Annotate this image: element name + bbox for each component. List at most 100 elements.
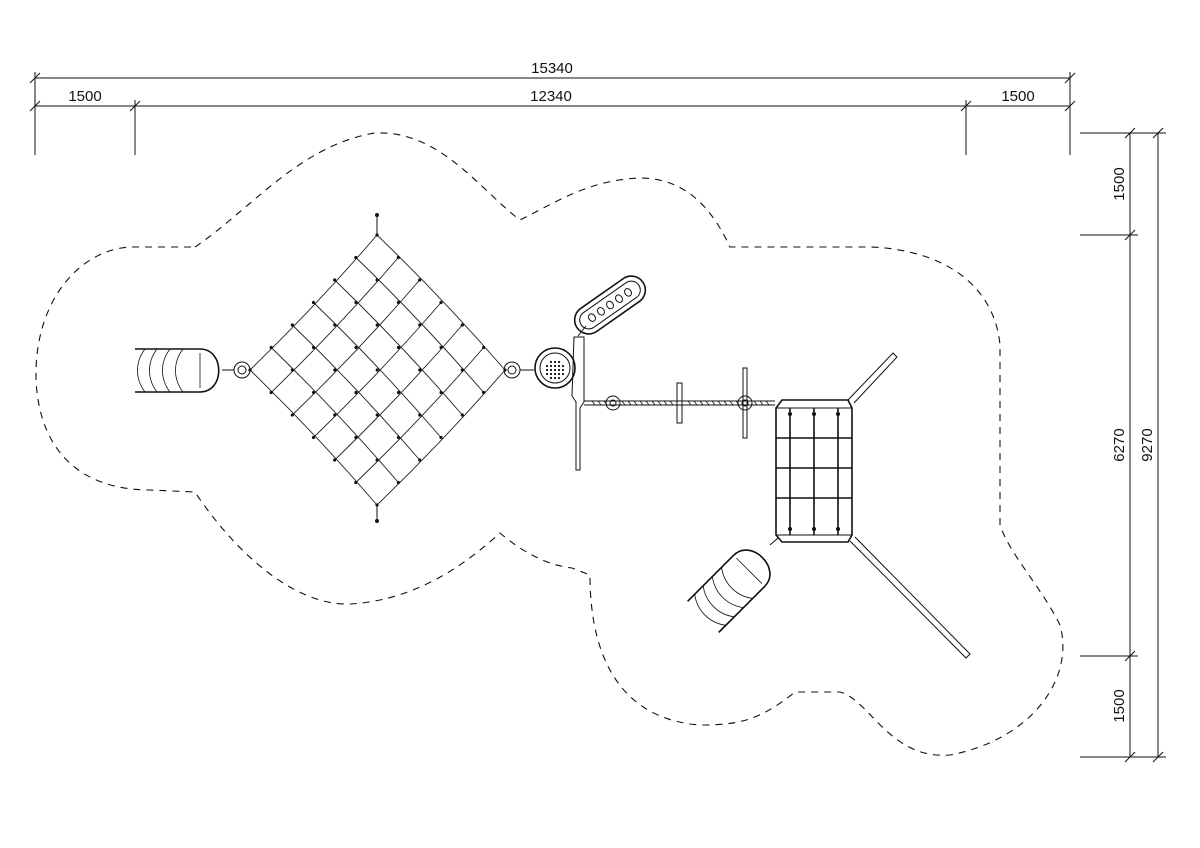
net-rope [313, 302, 442, 438]
net-knot [460, 413, 464, 417]
platform-hole [545, 372, 549, 376]
dim-tick [1124, 650, 1136, 662]
net-knot [354, 435, 358, 440]
rope-twist [651, 400, 656, 406]
net-knot [439, 435, 443, 440]
rope-twist [693, 400, 698, 406]
pole-upper-right [847, 352, 898, 404]
net-knot [248, 368, 252, 372]
slide-rib [162, 348, 171, 393]
net-anchor-point [375, 519, 379, 523]
rope-twist [753, 400, 758, 406]
pole-outline [571, 336, 585, 471]
rope-twist [639, 400, 644, 406]
hole-panel [573, 275, 647, 335]
post-inner [237, 365, 247, 375]
net-knot [439, 300, 443, 305]
tower-diagonal-poles [847, 352, 971, 659]
platform-hole [557, 372, 561, 376]
platform-hole [545, 364, 549, 368]
rope-twist [699, 400, 704, 406]
vertical-pole [571, 336, 585, 471]
net-knot [333, 368, 337, 372]
slide-rib [175, 348, 184, 393]
net-knot [354, 390, 358, 395]
rope-twist [663, 400, 668, 406]
net-anchor-point [375, 213, 379, 217]
net-knot [375, 413, 379, 417]
rope-twist [711, 400, 716, 406]
panel-hole [615, 294, 623, 303]
rope-post [742, 367, 748, 439]
slide-connector [769, 537, 779, 546]
net-knot [482, 345, 486, 350]
rope-twist [765, 400, 770, 406]
net-rope [292, 279, 421, 416]
rope-ring-inner [609, 399, 617, 407]
platform-outer [534, 347, 576, 389]
net-knot [439, 345, 443, 350]
rope-twist [705, 400, 710, 406]
tower-grid [776, 408, 852, 535]
net-knot [418, 278, 422, 282]
rope-twist [669, 400, 674, 406]
platform-hole [557, 364, 561, 368]
slide-rib [694, 594, 726, 626]
dim-tick [1152, 751, 1164, 763]
platform-hole [553, 376, 557, 380]
platform-hole [561, 364, 565, 368]
central-platform [534, 347, 576, 389]
dim-tick [1124, 127, 1136, 139]
platform-hole [549, 360, 553, 364]
rope-twist [591, 400, 596, 406]
net-knot [418, 458, 422, 462]
panel-hole [624, 288, 633, 297]
lower-slide [687, 549, 771, 633]
net-knot [396, 255, 400, 260]
dim-tick [29, 100, 41, 112]
net-knot [418, 413, 422, 417]
rope-twist [597, 400, 602, 406]
rope-twist [723, 400, 728, 406]
net-rope [334, 324, 463, 461]
post-inner [507, 365, 517, 375]
net-rope [355, 257, 485, 393]
rope-twist [735, 400, 740, 406]
panel-hole [597, 307, 605, 316]
dim-tick [1124, 751, 1136, 763]
net-knot [375, 278, 379, 282]
platform-holes [545, 360, 565, 380]
dim-tick [129, 100, 141, 112]
rope-twist [621, 400, 626, 406]
net-rope [270, 257, 399, 393]
rope-twist [717, 400, 722, 406]
panel-hole [606, 300, 614, 310]
rope-twist [657, 400, 662, 406]
rope-ring [737, 395, 753, 411]
dim-tick [29, 72, 41, 84]
net-knot [333, 413, 337, 417]
net-knot [375, 368, 379, 372]
slide-rib [711, 576, 744, 609]
left-margin-label: 1500 [68, 88, 101, 105]
net-knot [460, 368, 464, 372]
net-rope [376, 234, 506, 371]
post-outer [233, 361, 251, 379]
platform-hole [545, 368, 549, 372]
right-margin-label: 1500 [1001, 88, 1034, 105]
net-rope [334, 279, 463, 416]
panel-hole [587, 313, 596, 322]
dim-tick [1124, 229, 1136, 241]
horizontal-dimensions: 15340 1500 12340 1500 [29, 60, 1076, 155]
net-knot [354, 480, 358, 485]
tower-joint [836, 412, 840, 416]
rope-knots [591, 400, 770, 406]
panel-outline [573, 275, 647, 335]
tower-joint [836, 527, 840, 531]
net-knot [396, 480, 400, 485]
tower-outline [775, 399, 853, 543]
tower-joint [788, 527, 792, 531]
panel-inner [579, 280, 641, 330]
panel-connector [577, 325, 587, 337]
